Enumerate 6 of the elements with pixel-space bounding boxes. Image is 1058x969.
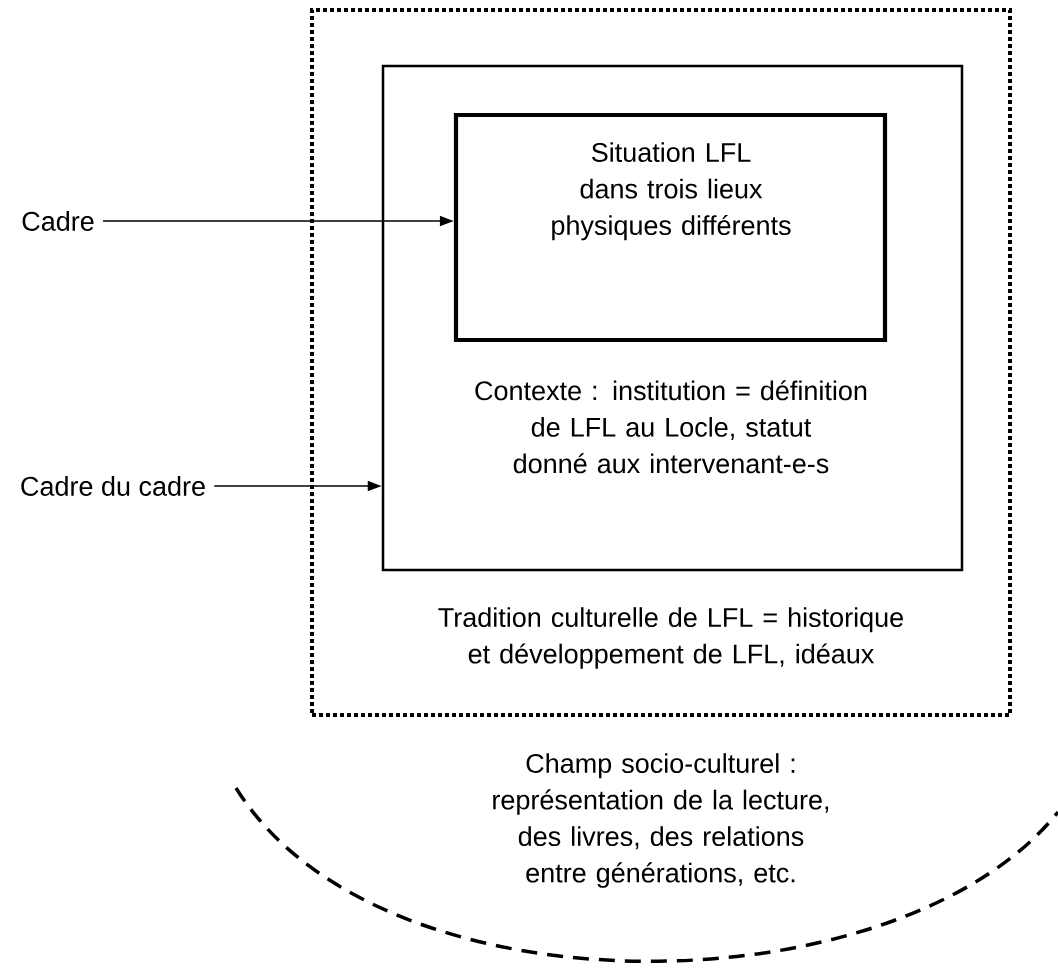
arc-label: Champ socio-culturel : représentation de la lecture, des livres, des relations entre générations, etc. [493,753,829,888]
frame-label: Cadre du cadre [21,476,205,496]
box-label: Contexte : institution = définition de LFL au Locle, statut donné aux intervenant-e-s [475,380,867,474]
box-label: Tradition culturelle de LFL = historique et développement de LFL, idéaux [438,607,903,669]
frame-label: Cadre [22,211,94,231]
box-label: Situation LFL dans trois lieux physiques différents [552,142,791,241]
